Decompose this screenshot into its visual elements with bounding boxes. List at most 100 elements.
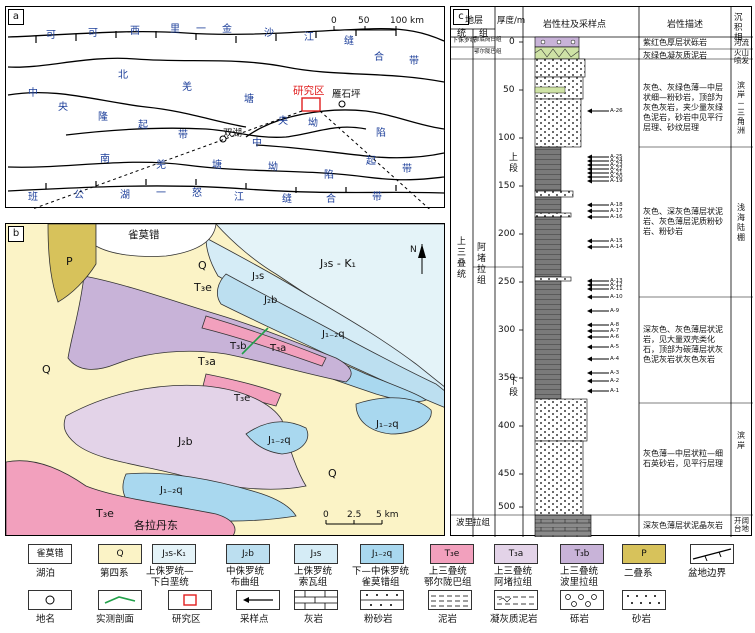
- depth-150: 150: [498, 181, 516, 191]
- strat-t3-group-top: 鄂尔陇巴组: [474, 49, 502, 55]
- legend-t3b-label: 上三叠统 波里拉组: [560, 566, 599, 588]
- sample-label: A-2: [610, 378, 620, 384]
- panel-c-column: [451, 7, 753, 537]
- legend-sample-swatch: [236, 590, 280, 610]
- sample-point: A-10: [587, 293, 637, 301]
- sample-arrow-icon: [587, 208, 609, 214]
- desc-2: 灰色、灰绿色薄—中层状细—粉砂岩，顶部为灰色灰岩，夹少量灰绿色泥岩，砂岩中见平行…: [643, 83, 723, 132]
- sample-point: A-18: [587, 201, 637, 209]
- belt-top-3: 里: [170, 24, 180, 35]
- place-yanshiping: 雁石坪: [332, 89, 361, 100]
- belt-top-4: 一: [196, 24, 206, 35]
- legend-tuff-swatch: [494, 590, 538, 610]
- sample-arrow-icon: [587, 322, 609, 328]
- belt-top-1: 可: [88, 28, 98, 39]
- strat-upper: 上段: [509, 153, 519, 174]
- uplift-3: 起: [138, 120, 148, 131]
- depth-500: 500: [498, 502, 516, 512]
- legend-j3sk1-swatch: J₃s-K₁: [152, 544, 196, 564]
- sample-label: A-22: [610, 166, 623, 172]
- sample-label: A-5: [610, 344, 620, 350]
- sample-arrow-icon: [587, 178, 609, 184]
- legend-place-swatch: [28, 590, 72, 610]
- legend-study-swatch: [168, 590, 212, 610]
- sample-label: A-3: [610, 370, 620, 376]
- sample-point: A-23: [587, 161, 637, 169]
- qiangtang-south-5: 起: [366, 156, 376, 167]
- sample-label: A-8: [610, 322, 620, 328]
- sample-arrow-icon: [587, 388, 609, 394]
- desc-3: 灰色、深灰色薄层状泥岩、灰色薄层泥质粉砂岩、粉砂岩: [643, 207, 723, 236]
- qiangtang-south-1: 羌: [156, 160, 166, 171]
- strat-t3a: 阿堵拉组: [477, 243, 487, 286]
- legend-sandstone-label: 砂岩: [632, 614, 652, 625]
- panel-b-label: b: [8, 226, 24, 242]
- sample-point: A-21: [587, 169, 637, 177]
- sample-label: A-11: [610, 286, 623, 292]
- sample-label: A-21: [610, 170, 623, 176]
- sample-arrow-icon: [587, 162, 609, 168]
- sample-arrow-icon: [587, 170, 609, 176]
- strat-j3-group: 那底岗日组: [474, 37, 502, 43]
- qiangtang-south-6: 带: [402, 164, 412, 175]
- legend-conglomerate-label: 砾岩: [570, 614, 590, 625]
- qiangtang-south-2: 塘: [212, 160, 222, 171]
- hdr-env: 沉积相: [734, 13, 743, 43]
- hdr-desc: 岩性描述: [667, 20, 704, 30]
- scale-b-5: 5 km: [376, 510, 399, 520]
- uplift-0: 中: [28, 88, 38, 99]
- sample-arrow-icon: [587, 294, 609, 300]
- qiangtang-south-4: 陷: [324, 170, 334, 181]
- sample-label: A-12: [610, 282, 623, 288]
- depth-300: 300: [498, 325, 516, 335]
- panel-a-map: [7, 26, 445, 209]
- legend-j12q-swatch: J₁₋₂q: [360, 544, 404, 564]
- sample-arrow-icon: [587, 308, 609, 314]
- legend-j12q-label: 下—中侏罗统 雀莫错组: [352, 566, 410, 588]
- sample-arrow-icon: [587, 154, 609, 160]
- sample-arrow-icon: [587, 334, 609, 340]
- sample-arrow-icon: [587, 108, 609, 114]
- unit-j12q-small: J₁₋₂q: [268, 435, 291, 446]
- sample-arrow-icon: [587, 344, 609, 350]
- panel-c-label: c: [453, 9, 469, 25]
- belt-top-9: 合: [374, 52, 384, 63]
- desc-5: 灰色薄—中层状粒—细石英砂岩，见平行层理: [643, 449, 723, 468]
- legend-section-swatch: [98, 590, 142, 610]
- sample-point: A-12: [587, 281, 637, 289]
- sample-arrow-icon: [587, 238, 609, 244]
- sample-arrow-icon: [587, 278, 609, 284]
- sample-arrow-icon: [587, 202, 609, 208]
- sample-point: A-7: [587, 327, 637, 335]
- legend-j3sk1-label: 上侏罗统— 下白垩统: [146, 566, 194, 588]
- scale-b-25: 2.5: [347, 510, 362, 520]
- legend-j3s-label: 上侏罗统 索瓦组: [294, 566, 333, 588]
- depression-2: 坳: [308, 118, 318, 129]
- depression-3: 陷: [376, 128, 386, 139]
- desc-6: 深灰色薄层状泥晶灰岩: [643, 521, 723, 530]
- belt-top-2: 西: [130, 26, 140, 37]
- unit-p: P: [66, 255, 73, 268]
- scale-b-0: 0: [323, 510, 329, 520]
- hdr-group: 组: [479, 29, 489, 39]
- unit-j12q-right: J₁₋₂q: [376, 419, 399, 430]
- sample-point: A-24: [587, 157, 637, 165]
- hdr-column: 岩性柱及采样点: [543, 20, 607, 30]
- legend-mudstone-label: 泥岩: [438, 614, 458, 625]
- unit-j12q-bot: J₁₋₂q: [160, 485, 183, 496]
- sample-point: A-15: [587, 237, 637, 245]
- belt-bot-3: 一: [156, 188, 166, 199]
- legend-basin-swatch: [690, 544, 734, 564]
- sample-arrow-icon: [587, 214, 609, 220]
- desc-4: 深灰色、灰色薄层状泥岩，见大量双壳类化石，顶部为碳薄层状灰色泥灰岩状灰色灰岩: [643, 325, 723, 364]
- sample-arrow-icon: [587, 378, 609, 384]
- env-0: 河流: [734, 38, 749, 47]
- sample-point: A-2: [587, 377, 637, 385]
- hdr-thickness: 厚度/m: [497, 16, 526, 26]
- legend-q-swatch: Q: [98, 544, 142, 564]
- strat-lower: 下段: [509, 377, 519, 398]
- belt-bot-8: 带: [372, 192, 382, 203]
- unit-j2b-top: J₂b: [264, 295, 278, 306]
- sample-label: A-23: [610, 162, 623, 168]
- legend: 雀莫错 Q J₃s-K₁ J₂b J₃s J₁₋₂q T₃e T₃a T₃b P…: [0, 540, 755, 633]
